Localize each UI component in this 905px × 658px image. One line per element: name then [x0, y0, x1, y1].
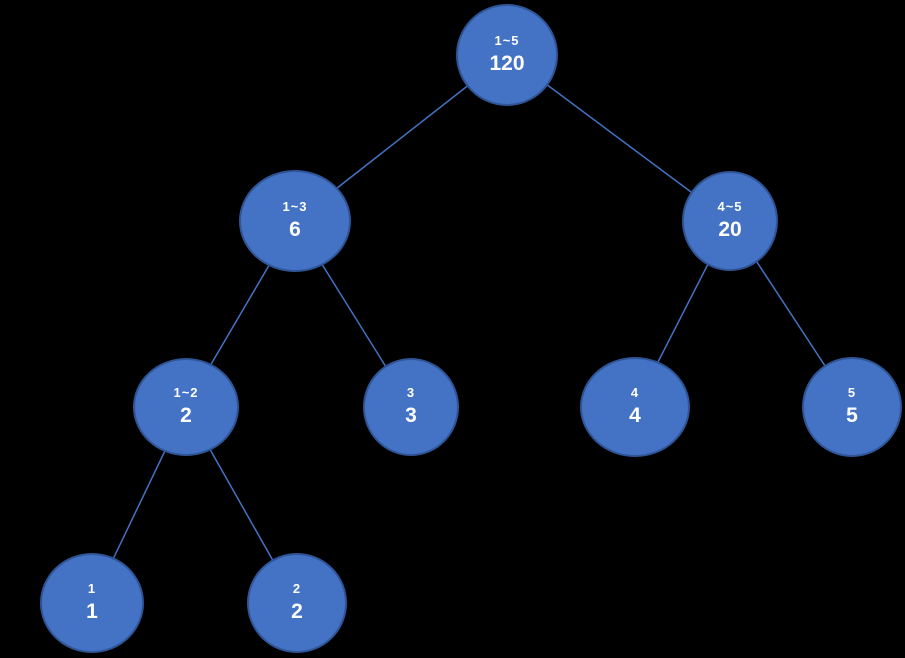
node-value: 3 [405, 403, 417, 427]
node-value: 5 [846, 403, 858, 427]
tree-node-1-5: 1~5 120 [456, 4, 558, 106]
node-range-label: 4 [630, 384, 640, 400]
node-value: 20 [718, 217, 742, 241]
node-value: 6 [289, 217, 301, 241]
node-range-label: 3 [406, 384, 416, 400]
node-value: 120 [489, 51, 525, 75]
node-value: 1 [86, 599, 98, 623]
node-range-label: 2 [292, 580, 302, 596]
tree-node-2: 2 2 [247, 553, 347, 653]
tree-node-1-2: 1~2 2 [133, 358, 239, 456]
node-range-label: 5 [847, 384, 857, 400]
node-range-label: 4~5 [717, 198, 743, 214]
node-range-label: 1~3 [282, 198, 308, 214]
node-range-label: 1~5 [494, 32, 520, 48]
node-range-label: 1 [87, 580, 97, 596]
tree-node-1: 1 1 [40, 553, 144, 653]
node-range-label: 1~2 [173, 384, 199, 400]
tree-node-1-3: 1~3 6 [239, 170, 351, 272]
tree-node-4: 4 4 [580, 357, 690, 457]
node-value: 2 [180, 403, 192, 427]
tree-node-5: 5 5 [802, 357, 902, 457]
node-value: 2 [291, 599, 303, 623]
tree-node-4-5: 4~5 20 [682, 171, 778, 271]
tree-node-3: 3 3 [363, 358, 459, 456]
node-value: 4 [629, 403, 641, 427]
